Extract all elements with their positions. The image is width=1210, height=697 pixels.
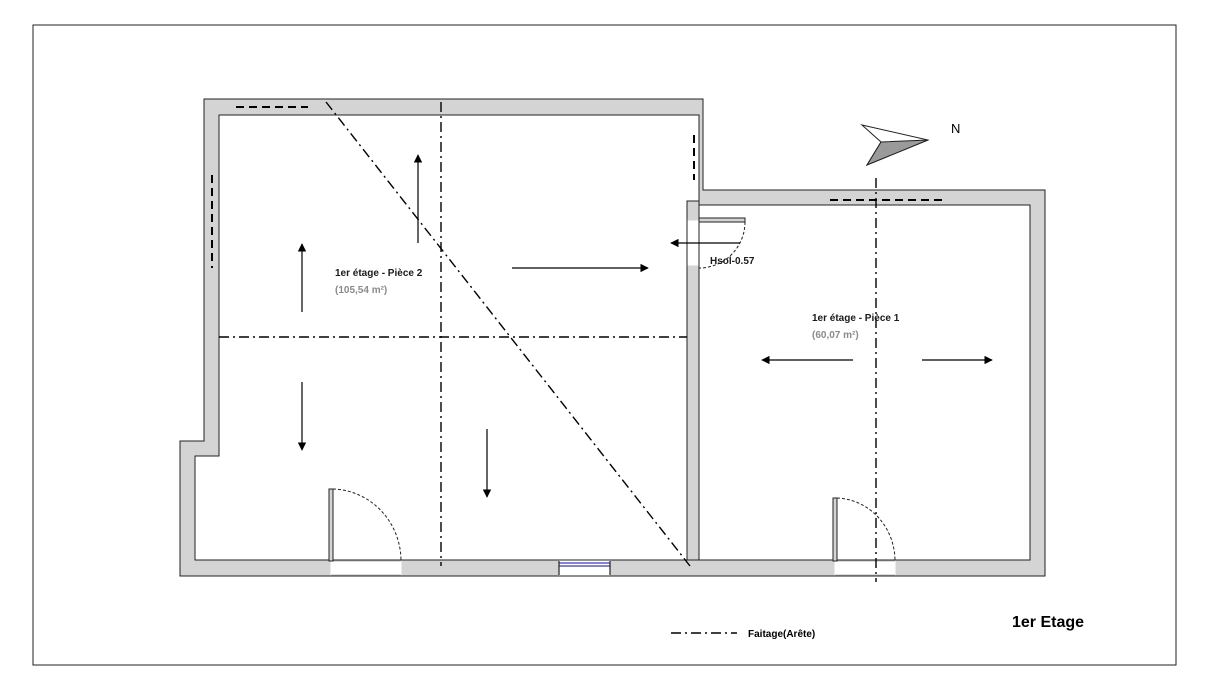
doors: [328, 217, 896, 562]
door-swing-room2: [332, 488, 402, 562]
room2-area: (105,54 m²): [335, 285, 387, 296]
door-leaf-room2: [328, 488, 334, 562]
north-arrow-icon: [860, 124, 930, 167]
door-leaf-partition: [698, 217, 746, 223]
door-leaf-room1: [832, 497, 838, 562]
walls: [179, 98, 1046, 577]
north-label: N: [951, 121, 960, 136]
door-swing-room1: [836, 497, 896, 562]
door-gap-room1: [834, 560, 896, 576]
legend-label: Faitage(Arête): [748, 629, 815, 640]
ridge-lines: [219, 101, 877, 582]
window: [558, 561, 611, 575]
partition-wall-top: [686, 200, 700, 222]
room1-area: (60,07 m²): [812, 330, 859, 341]
door-swing-partition: [698, 221, 746, 269]
room1-label: 1er étage - Pièce 1: [812, 313, 900, 324]
drawing-frame: [32, 24, 1177, 666]
slope-arrows: [297, 154, 993, 498]
hsol-annotation: Hsol-0.57: [710, 256, 755, 267]
door-gap-room2: [330, 560, 402, 576]
ridge-diagonal: [325, 101, 691, 567]
door-opening-lines: [331, 560, 895, 576]
room2-label: 1er étage - Pièce 2: [335, 268, 423, 279]
floor-title: 1er Etage: [1012, 614, 1084, 631]
partition-wall: [686, 264, 700, 561]
dashed-markers: [211, 106, 945, 268]
